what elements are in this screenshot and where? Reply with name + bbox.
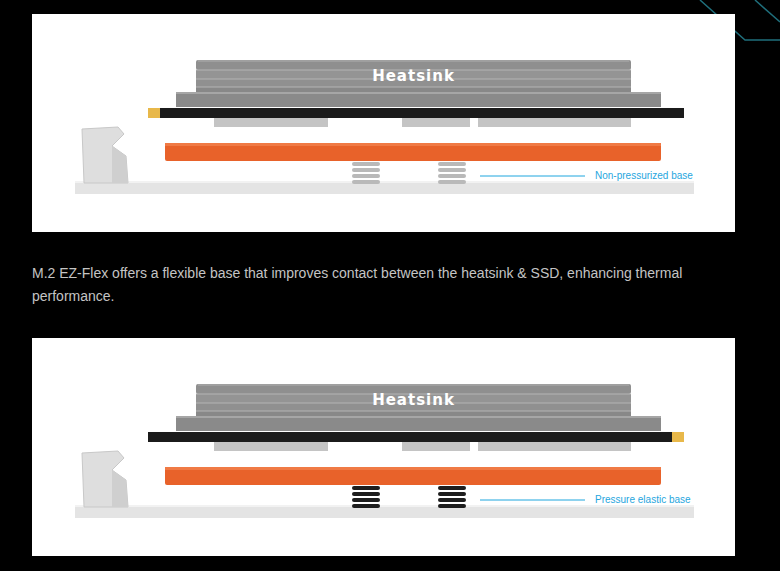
heatsink-block: Heatsink (196, 384, 631, 416)
leader-line (480, 500, 585, 501)
spring-grey (352, 162, 380, 184)
part-name: Heatsink (372, 391, 455, 409)
part-name: Heatsink (372, 67, 455, 85)
spring-black (352, 486, 380, 508)
spring-grey (438, 162, 466, 184)
decor-line (755, 0, 780, 22)
callout-label: Pressure elastic base (595, 494, 691, 506)
connector-gold (148, 108, 160, 118)
heatsink-block: Heatsink (196, 60, 631, 92)
callout-label: Non-pressurized base (595, 170, 693, 182)
spring-black (438, 486, 466, 508)
leader-line (480, 176, 585, 177)
caption: M.2 EZ-Flex offers a flexible base that … (32, 262, 722, 308)
connector-gold (672, 432, 684, 442)
assembly-bottom (32, 338, 735, 556)
assembly-top (32, 14, 735, 232)
